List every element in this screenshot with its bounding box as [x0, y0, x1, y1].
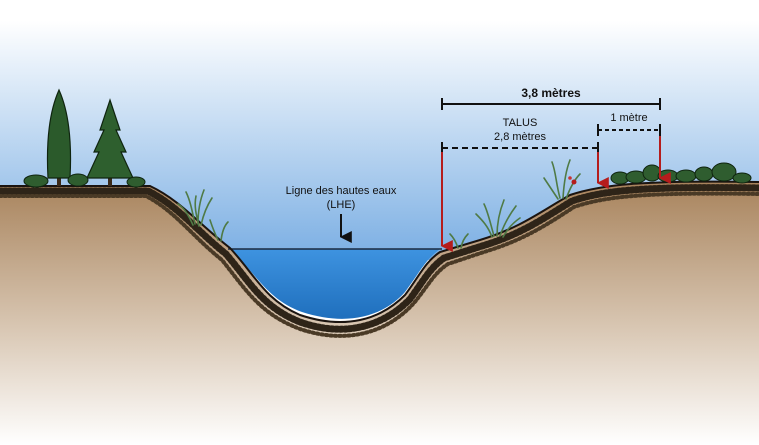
water	[230, 249, 440, 319]
grass-tuft-icon	[177, 189, 229, 242]
one-meter-label: 1 mètre	[610, 112, 647, 124]
grass-tuft-icon	[543, 159, 581, 200]
shrub-icon	[23, 173, 146, 188]
talus-title: TALUS	[503, 117, 538, 129]
conifer-tree-icon	[46, 88, 72, 186]
soil-ground	[0, 181, 759, 445]
grass-tuft-icon	[449, 199, 521, 249]
gravel-band-inner	[0, 191, 759, 338]
shrub-icon	[610, 162, 752, 185]
total-width-label: 3,8 mètres	[521, 86, 581, 100]
lhe-label-line2: (LHE)	[327, 199, 356, 211]
conifer-tree-icon	[86, 98, 134, 186]
ground-outline	[0, 180, 759, 323]
one-meter-dimension	[597, 124, 661, 136]
gravel-band	[0, 184, 759, 333]
lhe-label-line1: Ligne des hautes eaux	[286, 185, 397, 197]
talus-width-label: 2,8 mètres	[494, 131, 546, 143]
flower-icon	[568, 176, 577, 185]
total-width-dimension	[441, 98, 661, 110]
